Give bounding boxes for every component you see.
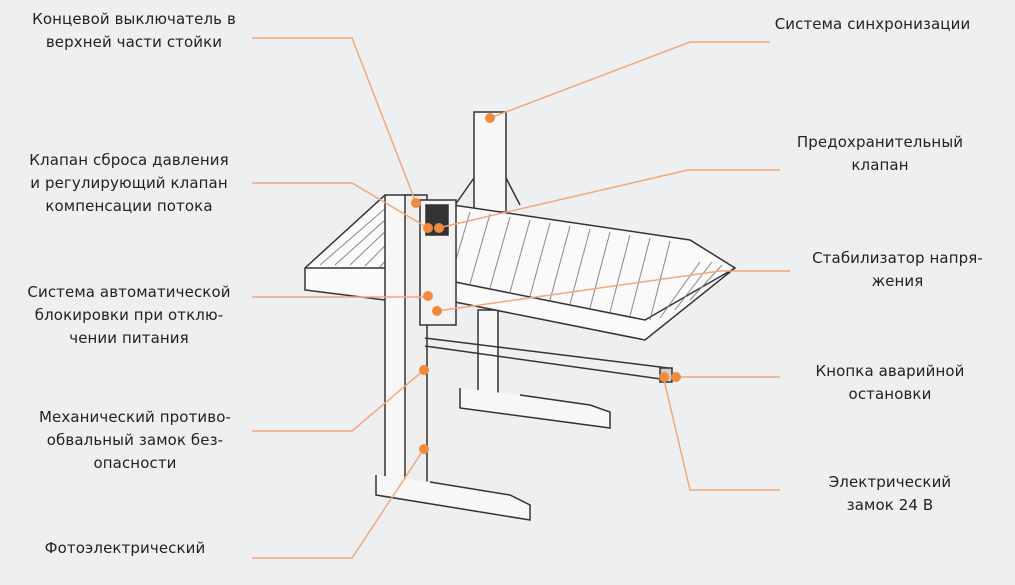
callout-line-sync [489,41,770,119]
label-photo: Фотоэлектрический [44,539,206,557]
label-safety-valve: Предохранительный клапан [796,133,964,174]
label-sync: Система синхронизации [774,15,971,33]
dot-limit-switch [411,198,421,208]
label-relief-valve: Клапан сброса давления и регулирующий кл… [29,151,229,215]
dot-safety-valve [434,223,444,233]
rear-base [459,388,611,429]
dot-electric-lock [659,372,669,382]
label-limit-switch: Концевой выключатель в верхней части сто… [32,10,236,51]
label-auto-lock: Система автоматической блокировки при от… [27,283,231,347]
platform-ribs [319,199,723,321]
callout-line-safety-valve [437,169,780,229]
callout-line-electric-lock [663,379,780,491]
callout-line-mech-lock [252,369,425,432]
label-stabilizer: Стабилизатор напря- жения [812,249,983,290]
dot-auto-lock [423,291,433,301]
label-electric-lock: Электрический замок 24 В [828,473,952,514]
rear-column-bracket [454,177,521,206]
callout-line-stabilizer [436,270,790,312]
front-base [375,475,531,521]
callout-lines [252,37,790,559]
dot-emergency [671,372,681,382]
dot-photo [419,444,429,454]
rear-column [473,111,507,213]
parking-lift-drawing [304,111,737,521]
dot-stabilizer [432,306,442,316]
dot-relief-valve [423,223,433,233]
label-emergency: Кнопка аварийной остановки [815,362,965,403]
cross-bar [424,337,669,381]
callout-line-photo [252,448,425,559]
label-mech-lock: Механический противо- обвальный замок бе… [39,408,231,472]
dot-sync [485,113,495,123]
callout-dots [411,113,681,454]
callout-line-relief-valve [252,182,429,229]
dot-mech-lock [419,365,429,375]
callout-line-limit-switch [252,37,417,204]
